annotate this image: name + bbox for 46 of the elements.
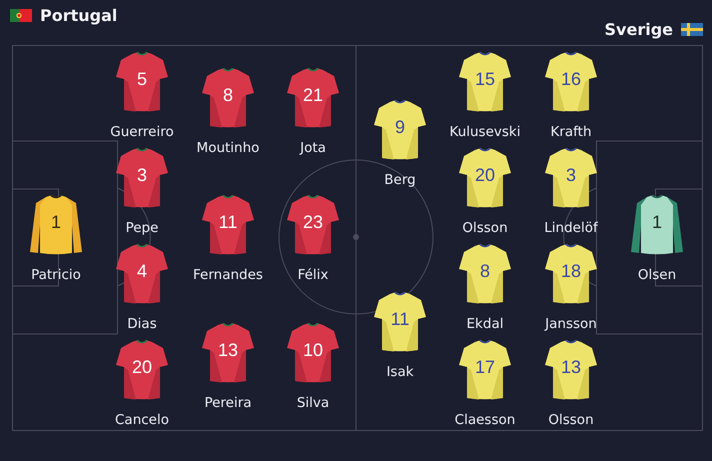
shirt-number: 23: [302, 212, 324, 232]
player-name: Cancelo: [115, 412, 169, 429]
team-name: Portugal: [40, 6, 118, 25]
player-name: Guerreiro: [110, 124, 174, 141]
shirt-number: 20: [132, 357, 152, 377]
player-name: Berg: [384, 172, 416, 189]
player-name: Jota: [300, 140, 326, 157]
player-name: Lindelöf: [544, 220, 598, 237]
player-name: Olsen: [638, 267, 676, 284]
shirt-number: 18: [560, 261, 582, 281]
shirt-number: 21: [302, 85, 324, 105]
shirt-number: 4: [137, 261, 147, 281]
player-name: Silva: [296, 395, 330, 412]
shirt-number: 10: [302, 340, 324, 360]
player-name: Olsson: [462, 220, 508, 237]
player-name: Dias: [127, 316, 157, 333]
shirt-number: 13: [218, 340, 238, 360]
player-name: Fernandes: [193, 267, 263, 284]
player-name: Pereira: [204, 395, 252, 412]
player-name: Patricio: [31, 267, 81, 284]
shirt-number: 13: [560, 357, 582, 377]
shirt-number: 3: [137, 165, 147, 185]
shirt-number: 8: [480, 261, 490, 281]
player-name: Félix: [298, 267, 328, 284]
shirt-number: 1: [51, 212, 61, 232]
shirt-number: 16: [560, 69, 582, 89]
player-name: Jansson: [545, 316, 597, 333]
player-name: Pepe: [126, 220, 158, 237]
shirt-number: 11: [218, 212, 238, 232]
team-name: Sverige: [604, 20, 673, 39]
shirt-number: 3: [566, 165, 576, 185]
shirt-number: 11: [390, 309, 410, 329]
shirt-number: 20: [474, 165, 496, 185]
player-name: Olsson: [548, 412, 594, 429]
player-name: Kulusevski: [450, 124, 520, 141]
player-name: Claesson: [454, 412, 516, 429]
player-name: Moutinho: [196, 140, 260, 157]
player-name: Isak: [386, 364, 414, 381]
shirt-number: 1: [652, 212, 662, 232]
shirt-number: 9: [395, 117, 405, 137]
shirt-number: 8: [223, 85, 233, 105]
shirt-number: 17: [474, 357, 496, 377]
shirt-number: 15: [474, 69, 496, 89]
player-name: Ekdal: [466, 316, 504, 333]
shirt-number: 5: [137, 69, 147, 89]
player-name: Krafth: [550, 124, 592, 141]
